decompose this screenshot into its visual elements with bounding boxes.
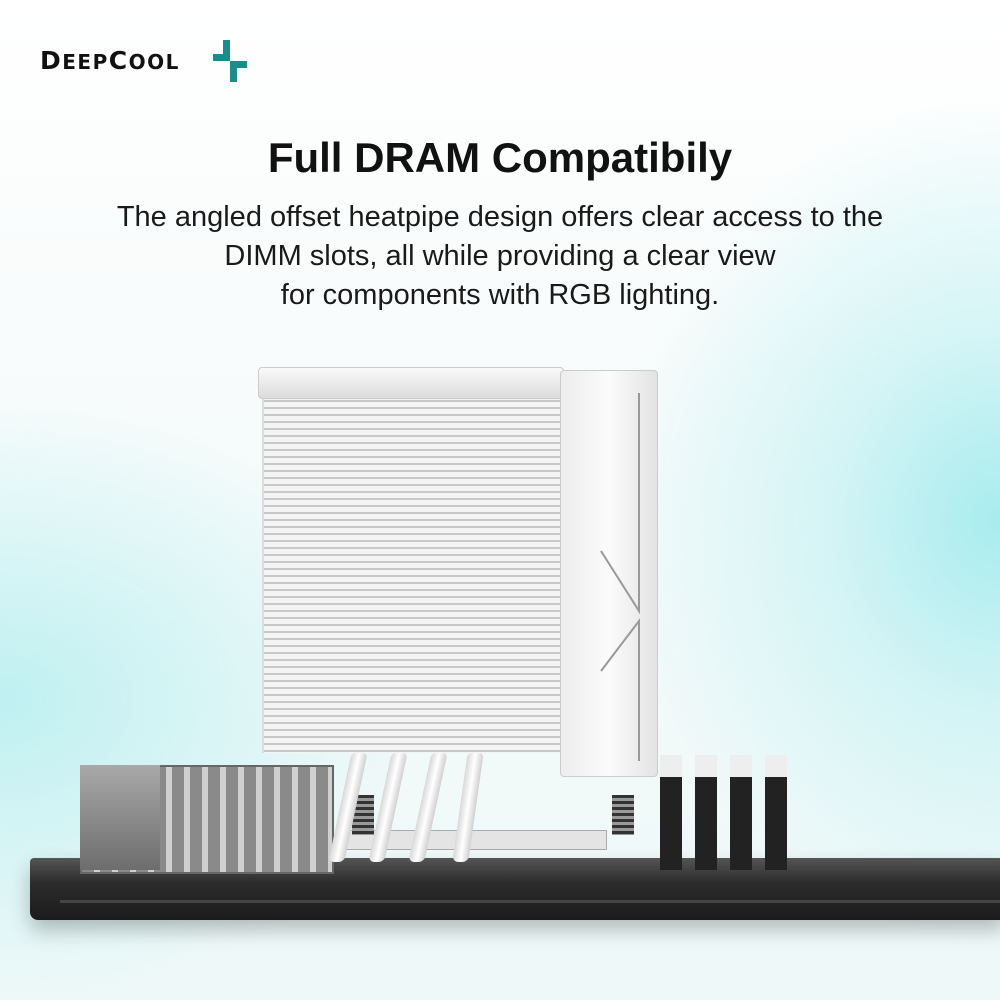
brand-logo-text: DEEPCOOL [40, 46, 180, 75]
description-line: DIMM slots, all while providing a clear … [224, 240, 776, 272]
description-line: for components with RGB lighting. [280, 279, 720, 311]
heatsink-top-cover [258, 367, 564, 399]
page-title: Full DRAM Compatibily [267, 134, 733, 181]
ram-slot [730, 755, 752, 870]
mount-spring [352, 795, 374, 835]
ram-slot [660, 755, 682, 870]
description-line: The angled offset heatpipe design offers… [116, 201, 884, 233]
mount-spring [612, 795, 634, 835]
fan-clip [600, 393, 640, 761]
heatsink-fins [262, 395, 562, 753]
io-shield [80, 765, 160, 870]
motherboard-edge [60, 900, 1000, 903]
description: The angled offset heatpipe design offers… [0, 198, 1000, 315]
ram-slot [695, 755, 717, 870]
deepcool-logo-icon [213, 40, 247, 82]
ram-slot [765, 755, 787, 870]
cooling-fan [560, 370, 658, 777]
